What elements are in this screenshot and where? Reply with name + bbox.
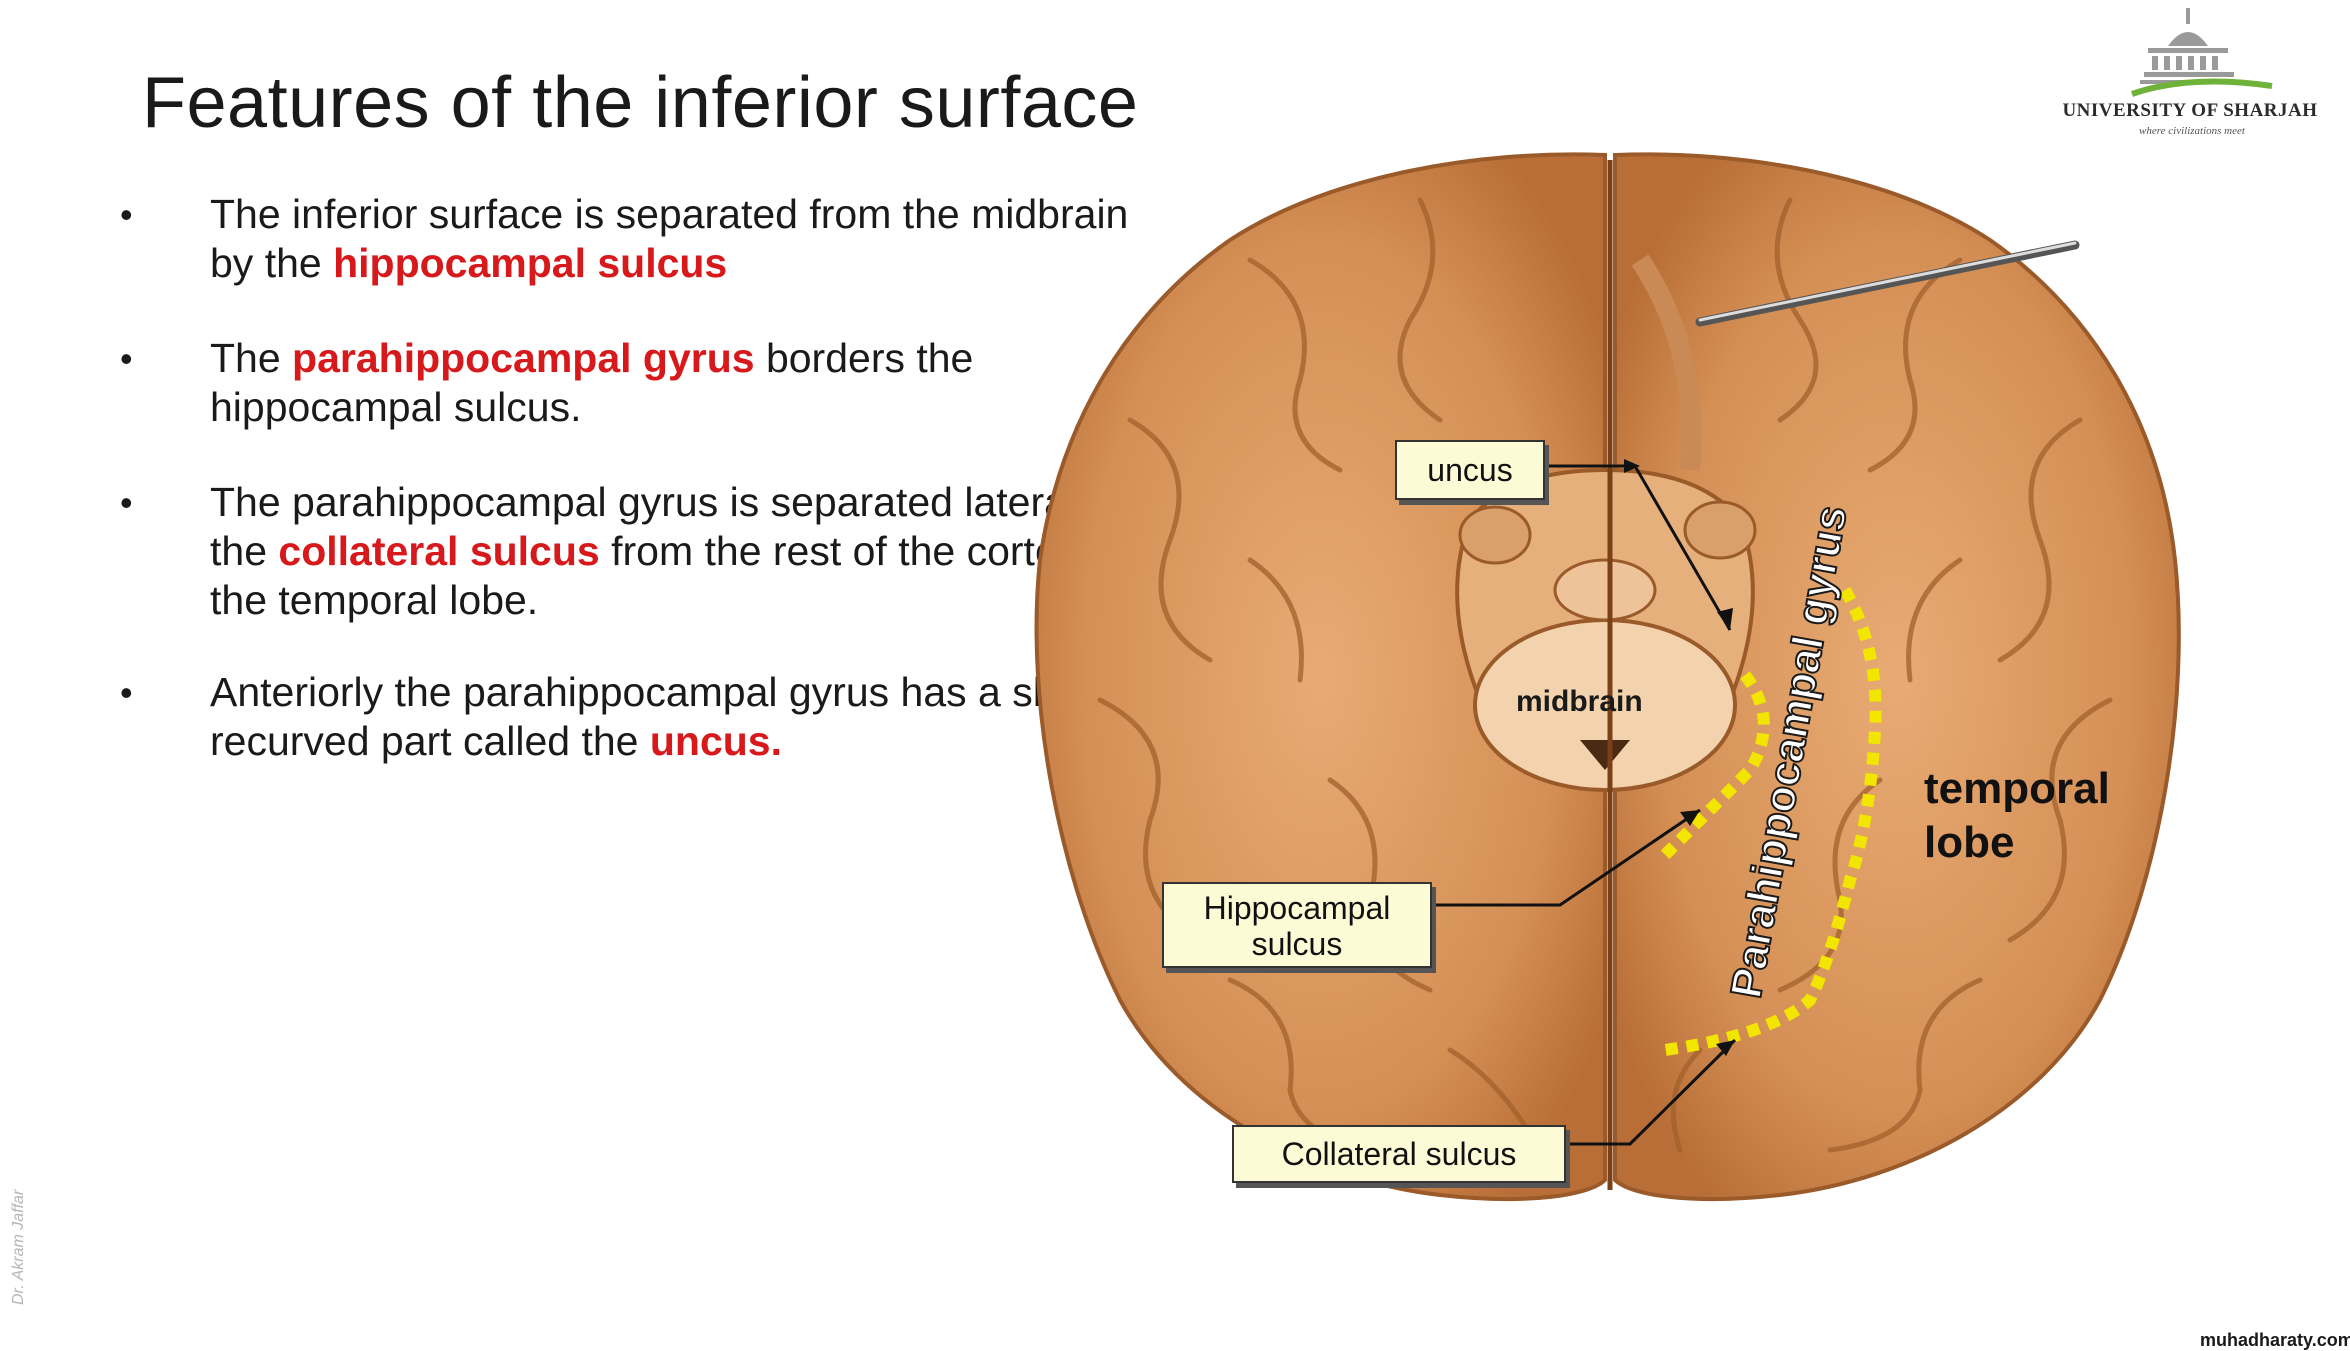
bullet-item: • The parahippocampal gyrus borders the h… — [110, 334, 1180, 432]
bullet-text: The inferior surface is separated from t… — [210, 191, 1129, 286]
uncus-label-box: uncus — [1395, 440, 1545, 500]
bullet-text: borders the hippocampal sulcus. — [210, 335, 974, 430]
brain-inferior-illustration: Parahippocampal gyrus — [1034, 152, 2181, 1202]
right-hemisphere — [1613, 152, 2181, 1202]
midbrain-label: midbrain — [1516, 685, 1643, 718]
bullet-list: • The inferior surface is separated from … — [110, 190, 1180, 766]
bullet-highlight: collateral sulcus — [278, 528, 600, 574]
site-watermark: muhadharaty.com — [2200, 1330, 2350, 1350]
logo-tagline: where civilizations meet — [2139, 125, 2245, 137]
bullet-dot-icon: • — [120, 672, 133, 713]
optic-nerve — [1631, 254, 1702, 471]
bullet-item: • Anteriorly the parahippocampal gyrus ha… — [110, 668, 1180, 766]
bullet-dot-icon: • — [120, 194, 133, 235]
collateral-arrow — [1562, 1038, 1737, 1146]
collateral-sulcus-dotted-line — [1664, 586, 1882, 1056]
author-credit: Dr. Akram Jaffar — [10, 1189, 27, 1305]
bullet-dot-icon: • — [120, 482, 133, 523]
temporal-lobe-label: temporal lobe — [1924, 764, 2110, 867]
bullet-item: • The inferior surface is separated from … — [110, 190, 1180, 288]
bullet-text: The parahippocampal gyrus is separated l… — [210, 479, 1161, 574]
bullet-dot-icon: • — [120, 338, 133, 379]
bullet-item: • The parahippocampal gyrus is separated … — [110, 478, 1180, 625]
logo-name: UNIVERSITY OF SHARJAH — [2062, 100, 2318, 121]
probe — [1695, 240, 2080, 327]
hippocampal-sulcus-label-box: Hippocampal sulcus — [1162, 882, 1432, 968]
bullet-highlight: parahippocampal gyrus — [292, 335, 755, 381]
slide-title: Features of the inferior surface — [142, 63, 1139, 143]
hippocampal-arrow — [1432, 808, 1701, 907]
bullet-text: Anteriorly the parahippocampal gyrus has… — [210, 669, 1104, 764]
bullet-highlight: hippocampal sulcus — [333, 240, 728, 286]
bullet-text: The — [210, 335, 293, 381]
bullet-highlight: uncus. — [649, 718, 782, 764]
bullet-text: from the rest of the cortex of the tempo… — [210, 528, 1124, 623]
hippocampal-sulcus-dotted-line — [1660, 671, 1770, 860]
collateral-sulcus-label-box: Collateral sulcus — [1232, 1125, 1566, 1183]
university-logo — [2131, 8, 2273, 97]
